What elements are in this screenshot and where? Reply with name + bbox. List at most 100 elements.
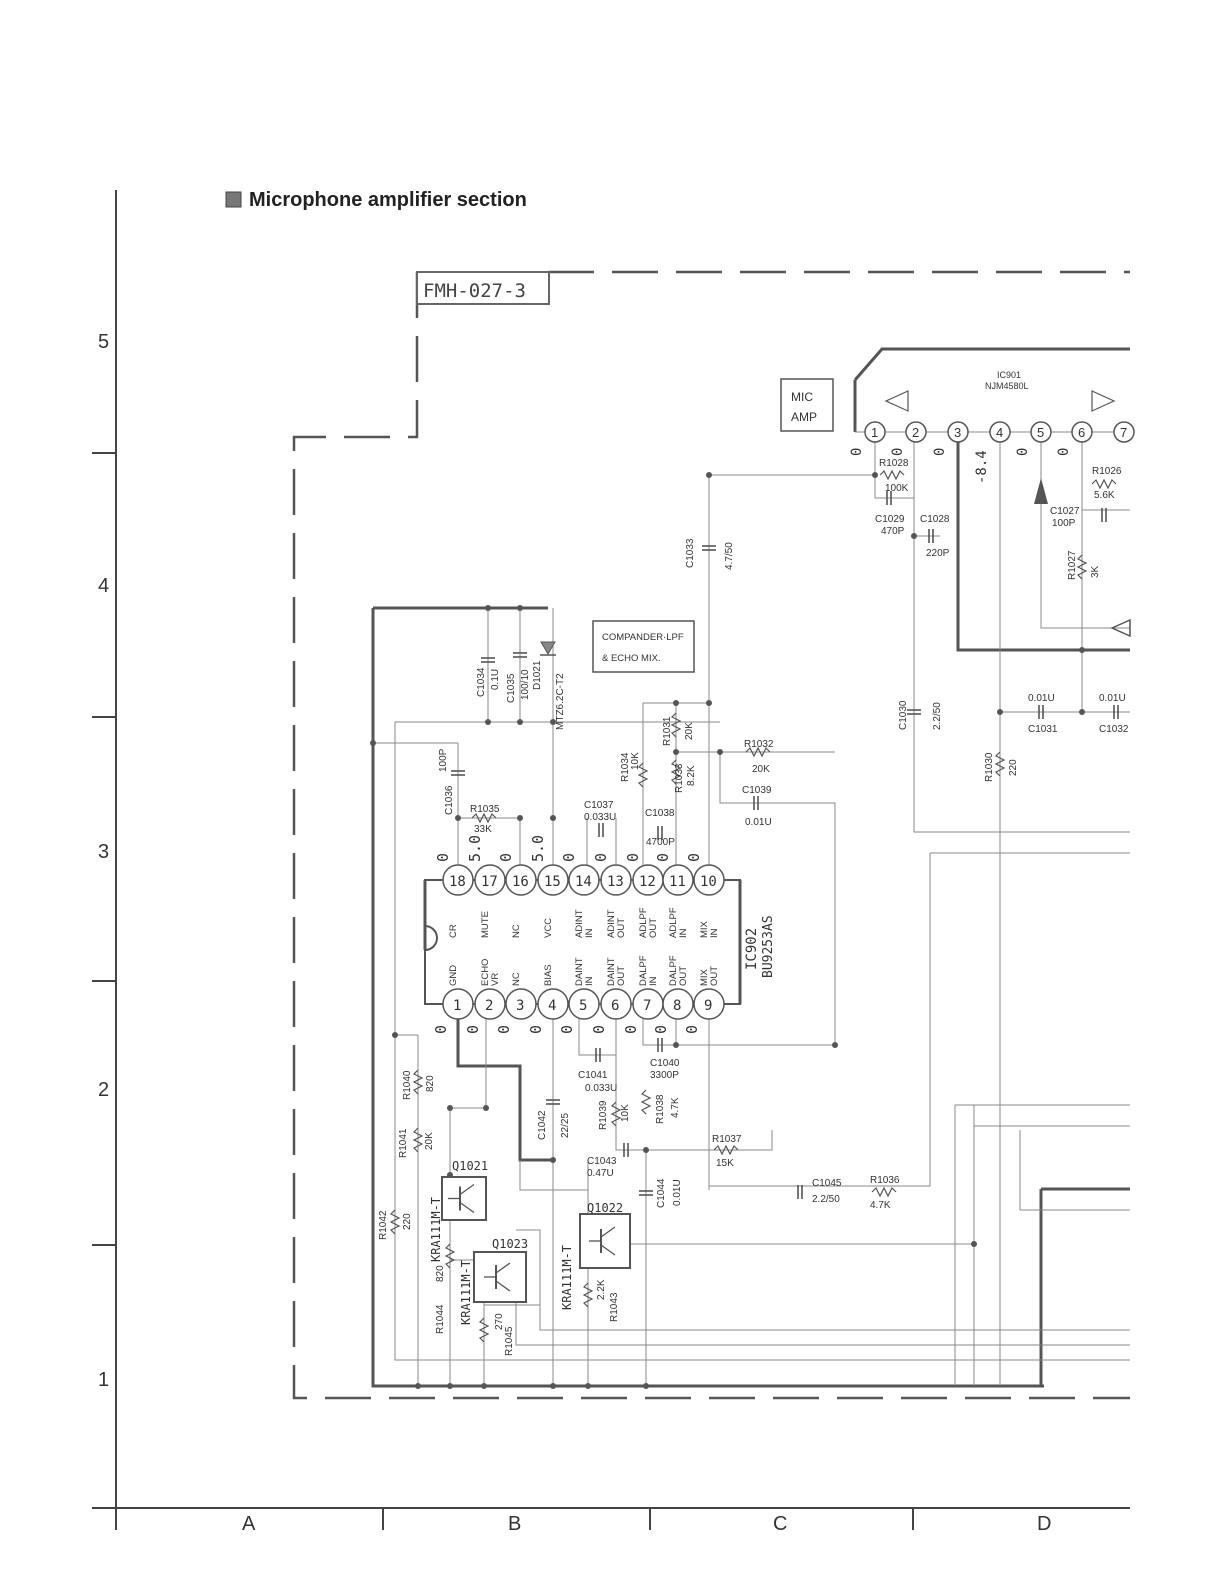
- title-square-icon: [225, 191, 242, 208]
- ic902-pin-voltage: 0: [622, 1025, 640, 1034]
- component-ref: C1028: [920, 514, 950, 525]
- ic902-pin-voltage: 0: [590, 1025, 608, 1034]
- component-ref: C1044: [656, 1178, 667, 1208]
- ic902-pin-name: DALPF: [638, 955, 649, 986]
- ic902-pin-name: DALPF: [668, 955, 679, 986]
- transistor-part: KRA111M-T: [459, 1260, 473, 1325]
- opamp-b-icon: [1091, 390, 1116, 412]
- ic902-pin-voltage: 0: [558, 1025, 576, 1034]
- junction-dot: [550, 719, 556, 725]
- ic901-pin-voltage: 0: [1056, 448, 1072, 456]
- ic901-pin: [1030, 421, 1052, 443]
- junction-dot: [1079, 709, 1085, 715]
- component-value: 3300P: [650, 1070, 679, 1081]
- ic901-pin: [947, 421, 969, 443]
- row-label: 2: [98, 1079, 109, 1101]
- component-value: 820: [425, 1075, 436, 1092]
- ic902-pin-name: IN: [584, 976, 595, 986]
- ic902-pin: [537, 864, 569, 896]
- ic902-pin: [600, 988, 632, 1020]
- ic902-part: BU9253AS: [761, 915, 776, 978]
- component-value: 470P: [881, 526, 905, 537]
- resistor-symbol: [478, 1317, 490, 1343]
- ic902-pin-name: DAINT: [574, 957, 585, 986]
- component-value: 10K: [620, 1104, 631, 1122]
- ic902-pin-number: 8: [673, 998, 681, 1014]
- ic902-pin-name: VCC: [543, 918, 554, 938]
- ic902-pin-voltage: 0: [685, 853, 703, 862]
- component-ref: R1032: [744, 739, 774, 750]
- junction-dot: [517, 605, 523, 611]
- junction-dot: [872, 472, 878, 478]
- junction-dot: [673, 1042, 679, 1048]
- ic902-pin-name: MIX: [699, 920, 710, 938]
- row-label: 1: [98, 1369, 109, 1391]
- component-value: 8.2K: [686, 765, 697, 786]
- ic902-pin: [662, 864, 694, 896]
- component-value: 220: [1008, 759, 1019, 776]
- junction-dot: [911, 533, 917, 539]
- component-ref: R1030: [984, 752, 995, 782]
- junction-dot: [971, 1241, 977, 1247]
- compander-label: COMPANDER·LPF: [602, 632, 684, 643]
- component-value: 4700P: [646, 837, 675, 848]
- ic902-pin-name: ADLPF: [668, 907, 679, 938]
- ic902-pin-name: IN: [584, 928, 595, 938]
- junction-dot: [585, 1383, 591, 1389]
- component-ref: C1045: [812, 1178, 842, 1189]
- ic902-pin-voltage: 0: [652, 1025, 670, 1034]
- component-value: 4.7K: [870, 1200, 891, 1211]
- junction-dot: [1079, 647, 1085, 653]
- junction-dot: [370, 740, 376, 746]
- compander-label: & ECHO MIX.: [602, 653, 661, 664]
- component-ref: R1027: [1067, 550, 1078, 580]
- resistor-symbol: [640, 1089, 652, 1115]
- component-value: 0.033U: [584, 812, 616, 823]
- component-value: 20K: [684, 722, 695, 740]
- ic902-pin-number: 13: [607, 874, 624, 890]
- component-ref: C1029: [875, 514, 905, 525]
- ic901-pin-number: 1: [871, 425, 878, 440]
- component-ref: C1034: [476, 667, 487, 697]
- component-value: 5.6K: [1094, 490, 1115, 501]
- junction-dot: [550, 815, 556, 821]
- ic902-pin-name: OUT: [616, 918, 627, 938]
- component-value: 20K: [424, 1132, 435, 1150]
- ic902-pin: [537, 988, 569, 1020]
- ic902-pin-name: IN: [709, 928, 720, 938]
- ic902-pin: [505, 988, 537, 1020]
- component-value: 820: [435, 1265, 446, 1282]
- component-value: 220: [402, 1213, 413, 1230]
- component-value: 100K: [885, 483, 909, 494]
- row-label: 4: [98, 575, 109, 597]
- ic902-pin: [662, 988, 694, 1020]
- row-label: 5: [98, 331, 109, 353]
- ic901-pin-voltage: 0: [932, 448, 948, 456]
- ic901-pin-number: 6: [1078, 425, 1085, 440]
- ic902-ref: IC902: [744, 928, 760, 970]
- ic902-pin-name: ECHO: [480, 959, 491, 986]
- ic902-pin-name: OUT: [709, 966, 720, 986]
- component-ref: C1040: [650, 1058, 680, 1069]
- mic-amp-label: AMP: [791, 410, 817, 424]
- resistor-symbol: [713, 1144, 739, 1156]
- junction-dot: [643, 1383, 649, 1389]
- ic902-pin-number: 5: [579, 998, 587, 1014]
- ic902-pin-name: OUT: [616, 966, 627, 986]
- component-ref: C1037: [584, 800, 614, 811]
- mic-amp-block: [780, 378, 834, 432]
- ic902-pin-name: ADLPF: [638, 907, 649, 938]
- signal-arrow-icon: [1110, 618, 1131, 638]
- ic902-pin-number: 1: [453, 998, 461, 1014]
- ic902-pin-name: MUTE: [480, 911, 491, 938]
- resistor-symbol: [994, 751, 1006, 777]
- component-ref: R1035: [470, 804, 500, 815]
- ic901-pin-voltage: -8.4: [974, 450, 990, 484]
- component-value: 15K: [716, 1158, 734, 1169]
- junction-dot: [673, 700, 679, 706]
- opamp-a-icon: [884, 390, 909, 412]
- junction-dot: [643, 1147, 649, 1153]
- col-label: A: [242, 1513, 256, 1535]
